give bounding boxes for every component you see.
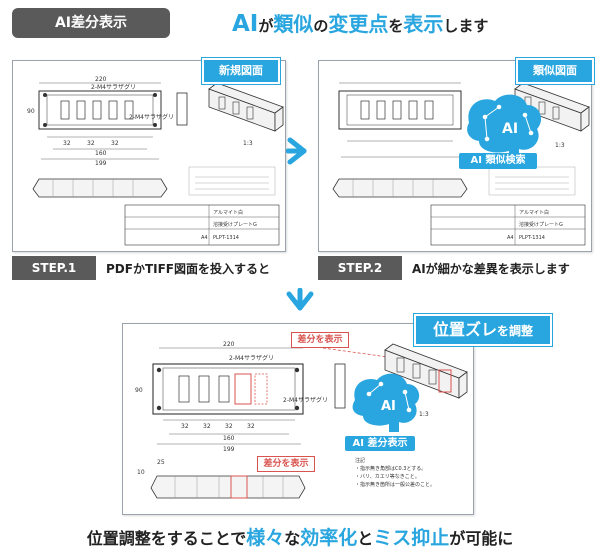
headline-part-6: 表示 (403, 12, 444, 36)
similar-drawing-panel: 1:3 アルマイト白 溶接受けプレートG PLPT-1314 A4 AI AI … (318, 60, 592, 252)
tap-note-1: 2-M4サラザグリ (91, 83, 136, 91)
dim-c2: 32 (87, 140, 95, 147)
badge-suffix: を調整 (497, 324, 534, 338)
footer-part-6: が可能に (449, 529, 514, 548)
dim-c1: 32 (63, 140, 71, 147)
ai-brain-icon-bottom: AI (352, 373, 420, 432)
scale-label-b: 1:3 (419, 411, 429, 418)
tap-note-2: 2-M4サラザグリ (129, 113, 174, 121)
dim-s25: 25 (157, 459, 165, 466)
tap-note-b1: 2-M4サラザグリ (229, 354, 274, 362)
step-1-text: PDFかTIFF図面を投入すると (106, 262, 270, 276)
similar-drawing-svg: 1:3 アルマイト白 溶接受けプレートG PLPT-1314 A4 AI (332, 82, 590, 246)
footer-part-5: ミス抑止 (373, 527, 450, 549)
tb-company-right: アルマイト白 (519, 209, 549, 216)
dim-left-b: 90 (135, 387, 143, 394)
diff-label-top: 差分を表示 (291, 332, 349, 348)
footer-part-3: 効率化 (300, 527, 358, 549)
footer-part-4: と (357, 529, 374, 548)
diff-drawing-svg: 220 90 2-M4サラザグリ 2-M4サラザグリ 32 32 32 32 1… (135, 341, 468, 499)
footer-part-2: な (284, 529, 301, 548)
headline-part-5: を (388, 17, 404, 35)
headline-part-4: 変更点 (328, 12, 389, 36)
new-drawing-badge: 新規図面 (202, 58, 280, 84)
dim-b-c4: 32 (247, 423, 255, 430)
headline-part-1: が (258, 17, 274, 35)
section-tag: AI差分表示 (12, 8, 170, 38)
similar-drawing-badge: 類似図面 (516, 58, 594, 84)
dim-mid: 160 (95, 150, 107, 157)
tb-company: アルマイト白 (213, 209, 243, 216)
tb-code-right: PLPT-1314 (519, 235, 545, 241)
ai-similar-search-label: AI 類似検索 (459, 153, 537, 169)
dim-left: 90 (27, 108, 35, 115)
footer-part-0: 位置調整をすることで (86, 529, 247, 548)
badge-main: 位置ズレ (432, 320, 497, 339)
tb-code: PLPT-1314 (213, 235, 239, 241)
note-line-2: ・バリ、カエリ等なきこと。 (355, 473, 420, 480)
headline-part-0: AI (232, 11, 259, 37)
dim-b-c1: 32 (181, 423, 189, 430)
diff-label-bottom: 差分を表示 (257, 456, 315, 472)
headline-part-2: 類似 (273, 12, 314, 36)
note-title: 注記 (355, 457, 365, 464)
dim-top-b: 220 (223, 341, 235, 348)
dim-bottom-b: 199 (223, 446, 235, 453)
headline-part-3: の (313, 17, 329, 35)
dim-top: 220 (95, 76, 107, 83)
note-line-3: ・指示無き箇所は一般公差のこと。 (355, 481, 435, 488)
position-adjust-badge: 位置ズレを調整 (414, 314, 552, 346)
new-drawing-panel: 220 90 2-M4サラザグリ 2-M4サラザグリ 32 32 32 160 … (12, 60, 286, 252)
footer-part-1: 様々 (246, 527, 285, 549)
headline: AIが類似の変更点を表示します (232, 8, 488, 37)
footer-caption: 位置調整をすることで様々な効率化とミス抑止が可能に (0, 523, 600, 550)
ai-diff-label: AI 差分表示 (345, 436, 415, 451)
step-2-label: STEP.2 (318, 256, 402, 280)
dim-b-c3: 32 (225, 423, 233, 430)
tb-part: 溶接受けプレートG (213, 221, 257, 228)
headline-part-7: します (443, 17, 489, 35)
dim-bottom: 199 (95, 160, 107, 167)
dim-s10: 10 (137, 469, 145, 476)
arrow-right-icon (286, 137, 307, 165)
ai-text-right: AI (502, 121, 518, 137)
ai-text-bottom: AI (381, 399, 396, 414)
step-2-text: AIが細かな差異を表示します (412, 262, 570, 276)
tb-part-right: 溶接受けプレートG (519, 221, 563, 228)
tb-size-right: A4 (507, 235, 514, 241)
dim-mid-b: 160 (223, 435, 235, 442)
dim-b-c2: 32 (203, 423, 211, 430)
dim-c3: 32 (111, 140, 119, 147)
step-1-label: STEP.1 (12, 256, 96, 280)
tb-size: A4 (201, 235, 208, 241)
tap-note-b2: 2-M4サラザグリ (283, 396, 328, 404)
diff-drawing-panel: 220 90 2-M4サラザグリ 2-M4サラザグリ 32 32 32 32 1… (122, 323, 474, 515)
new-drawing-svg: 220 90 2-M4サラザグリ 2-M4サラザグリ 32 32 32 160 … (27, 76, 284, 246)
arrow-down-icon (286, 288, 314, 311)
scale-label: 1:3 (243, 140, 253, 147)
scale-label-right: 1:3 (555, 142, 565, 149)
note-line-1: ・指示無き角部はC0.3とする。 (355, 465, 426, 472)
ai-brain-icon: AI (467, 94, 542, 161)
